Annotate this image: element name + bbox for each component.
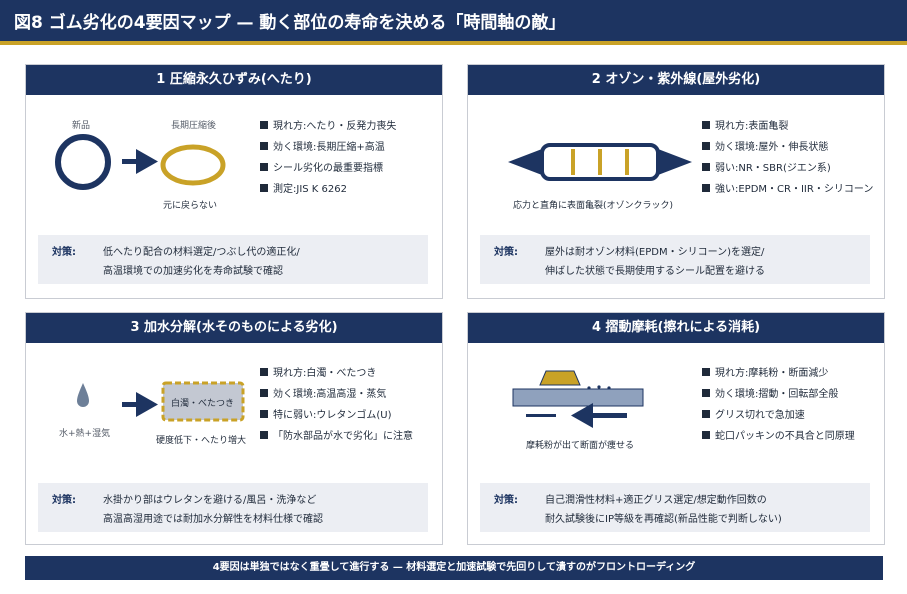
countermeasure-line: 屋外は耐オゾン材料(EPDM・シリコーン)を選定/ xyxy=(545,247,765,258)
page-header: 図8 ゴム劣化の4要因マップ — 動く部位の寿命を決める「時間軸の敵」 xyxy=(0,0,907,45)
hydrolysis-diagram xyxy=(77,381,245,422)
crack-mark xyxy=(571,149,575,175)
panel-hydrolysis: 3 加水分解(水そのものによる劣化) 白濁・べたつき 水+熱+湿気 硬度低下・へ… xyxy=(25,312,443,545)
square-bullet-icon xyxy=(702,142,710,150)
bullet-item: 弱い:NR・SBR(ジエン系) xyxy=(702,158,873,179)
water-drop-icon xyxy=(77,383,89,407)
stretch-arrow-left-icon xyxy=(508,149,542,175)
wear-diagram xyxy=(512,370,644,428)
stretch-arrow-right-icon xyxy=(658,149,692,175)
wear-caption: 摩耗粉が出て断面が痩せる xyxy=(526,441,635,451)
square-bullet-icon xyxy=(702,410,710,418)
arrow-shaft xyxy=(591,413,627,418)
panel-compression-set: 1 圧縮永久ひずみ(へたり) 新品 長期圧縮後 元に戻らない 現れ方:へたり・反… xyxy=(25,64,443,299)
label-new: 新品 xyxy=(72,121,91,131)
countermeasure-line: 耐久試験後にIP等級を再確認(新品性能で判断しない) xyxy=(545,514,782,525)
label-water-heat-humidity: 水+熱+湿気 xyxy=(59,429,111,439)
panel-title: 2 オゾン・紫外線(屋外劣化) xyxy=(468,65,884,95)
degraded-rubber-box xyxy=(161,381,245,422)
bullet-item: 測定:JIS K 6262 xyxy=(260,179,396,200)
countermeasure-box: 対策: 水掛かり部はウレタンを避ける/風呂・洗浄など 高温高湿用途では耐加水分解… xyxy=(38,483,428,532)
countermeasure-label: 対策: xyxy=(52,247,76,258)
countermeasure-label: 対策: xyxy=(52,495,76,506)
arrow-right-icon xyxy=(136,392,158,417)
crack-mark xyxy=(598,149,602,175)
panel-title: 3 加水分解(水そのものによる劣化) xyxy=(26,313,442,343)
label-long-term: 長期圧縮後 xyxy=(171,121,217,131)
bullet-item: 現れ方:摩耗粉・断面減少 xyxy=(702,363,855,384)
flattened-ring-icon xyxy=(160,144,226,186)
bullet-item: グリス切れで急加速 xyxy=(702,405,855,426)
square-bullet-icon xyxy=(260,410,268,418)
ozone-crack-diagram xyxy=(508,143,692,181)
bullet-item: 特に弱い:ウレタンゴム(U) xyxy=(260,405,413,426)
bullet-item: 効く環境:長期圧縮+高温 xyxy=(260,137,396,158)
hydrolysis-caption: 硬度低下・へたり増大 xyxy=(156,436,247,446)
square-bullet-icon xyxy=(260,431,268,439)
bullet-item: 効く環境:屋外・伸長状態 xyxy=(702,137,873,158)
bullet-list: 現れ方:へたり・反発力喪失 効く環境:長期圧縮+高温 シール劣化の最重要指標 測… xyxy=(260,116,396,200)
wear-particle xyxy=(597,385,601,389)
bullet-list: 現れ方:摩耗粉・断面減少 効く環境:摺動・回転部全般 グリス切れで急加速 蛇口パ… xyxy=(702,363,855,447)
countermeasure-line: 高温環境での加速劣化を寿命試験で確認 xyxy=(103,266,283,277)
countermeasure-box: 対策: 低へたり配合の材料選定/つぶし代の適正化/ 高温環境での加速劣化を寿命試… xyxy=(38,235,428,284)
countermeasure-line: 自己潤滑性材料+適正グリス選定/想定動作回数の xyxy=(545,495,767,506)
square-bullet-icon xyxy=(260,368,268,376)
countermeasure-label: 対策: xyxy=(494,495,518,506)
bullet-list: 現れ方:表面亀裂 効く環境:屋外・伸長状態 弱い:NR・SBR(ジエン系) 強い… xyxy=(702,116,873,200)
arrow-shaft xyxy=(122,402,136,407)
square-bullet-icon xyxy=(260,163,268,171)
square-bullet-icon xyxy=(260,121,268,129)
bullet-item: 現れ方:へたり・反発力喪失 xyxy=(260,116,396,137)
ozone-caption: 応力と直角に表面亀裂(オゾンクラック) xyxy=(513,201,674,211)
countermeasure-box: 対策: 屋外は耐オゾン材料(EPDM・シリコーン)を選定/ 伸ばした状態で長期使… xyxy=(480,235,870,284)
panel-title: 4 摺動摩耗(擦れによる消耗) xyxy=(468,313,884,343)
bullet-item: 効く環境:摺動・回転部全般 xyxy=(702,384,855,405)
panel-sliding-wear: 4 摺動摩耗(擦れによる消耗) 摩耗粉が出て断面が痩せる 現れ方:摩耗粉・断面減… xyxy=(467,312,885,545)
compression-diagram xyxy=(55,134,226,190)
crack-mark xyxy=(625,149,629,175)
square-bullet-icon xyxy=(260,142,268,150)
countermeasure-line: 高温高湿用途では耐加水分解性を材料仕様で確認 xyxy=(103,514,323,525)
countermeasure-label: 対策: xyxy=(494,247,518,258)
new-ring-icon xyxy=(55,134,111,190)
bullet-list: 現れ方:白濁・べたつき 効く環境:高温高湿・蒸気 特に弱い:ウレタンゴム(U) … xyxy=(260,363,413,447)
sliding-surface-bar xyxy=(512,388,644,407)
label-no-recover: 元に戻らない xyxy=(163,201,218,211)
degraded-box-label: 白濁・べたつき xyxy=(171,399,235,409)
arrow-shaft xyxy=(122,159,136,164)
square-bullet-icon xyxy=(260,184,268,192)
countermeasure-line: 伸ばした状態で長期使用するシール配置を避ける xyxy=(545,266,765,277)
arrow-right-icon xyxy=(136,149,158,174)
square-bullet-icon xyxy=(702,121,710,129)
countermeasure-box: 対策: 自己潤滑性材料+適正グリス選定/想定動作回数の 耐久試験後にIP等級を再… xyxy=(480,483,870,532)
arrow-left-icon xyxy=(571,403,593,428)
panel-title: 1 圧縮永久ひずみ(へたり) xyxy=(26,65,442,95)
bullet-item: 現れ方:白濁・べたつき xyxy=(260,363,413,384)
square-bullet-icon xyxy=(702,431,710,439)
square-bullet-icon xyxy=(702,163,710,171)
square-bullet-icon xyxy=(260,389,268,397)
bullet-item: 効く環境:高温高湿・蒸気 xyxy=(260,384,413,405)
countermeasure-line: 水掛かり部はウレタンを避ける/風呂・洗浄など xyxy=(103,495,317,506)
bullet-item: 蛇口パッキンの不具合と同原理 xyxy=(702,426,855,447)
wear-thin-line xyxy=(526,414,556,417)
square-bullet-icon xyxy=(702,389,710,397)
square-bullet-icon xyxy=(702,184,710,192)
panel-ozone-uv: 2 オゾン・紫外線(屋外劣化) 応力と直角に表面亀裂(オゾンクラック) 現れ方:… xyxy=(467,64,885,299)
square-bullet-icon xyxy=(702,368,710,376)
bullet-item: 強い:EPDM・CR・IIR・シリコーン xyxy=(702,179,873,200)
bullet-item: シール劣化の最重要指標 xyxy=(260,158,396,179)
page-title: 図8 ゴム劣化の4要因マップ — 動く部位の寿命を決める「時間軸の敵」 xyxy=(14,13,566,33)
bullet-item: 現れ方:表面亀裂 xyxy=(702,116,873,137)
rubber-pad-icon xyxy=(539,370,581,386)
countermeasure-line: 低へたり配合の材料選定/つぶし代の適正化/ xyxy=(103,247,300,258)
summary-banner: 4要因は単独ではなく重畳して進行する — 材料選定と加速試験で先回りして潰すのが… xyxy=(25,556,883,580)
bullet-item: 「防水部品が水で劣化」に注意 xyxy=(260,426,413,447)
